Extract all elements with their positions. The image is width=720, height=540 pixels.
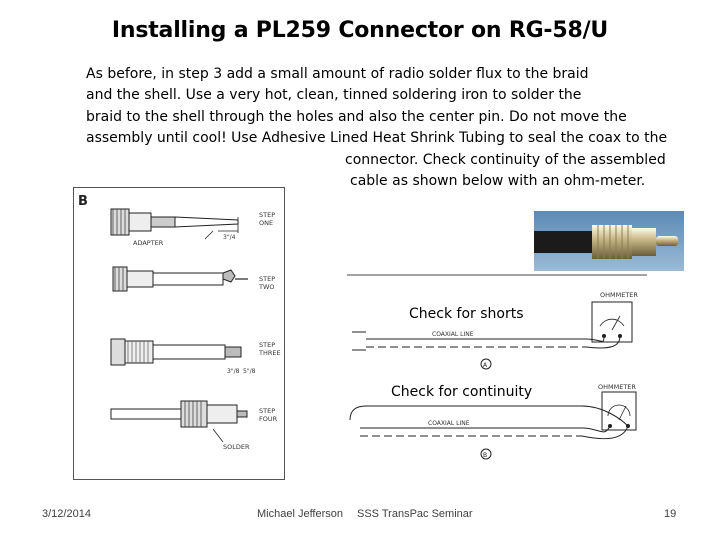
marker-label: A: [483, 362, 488, 369]
dimension-label: 5"/8: [243, 368, 256, 375]
dimension-label: 3"/8: [227, 368, 240, 375]
coax-line-bottom: COAXIAL LINE B: [349, 405, 629, 460]
ohmmeter-test-diagram: OHMMETER COAXIAL LINE A OHMMETER COAXIAL…: [347, 274, 647, 460]
instruction-line: braid to the shell through the holes and…: [86, 108, 627, 125]
connector-photo: [534, 211, 684, 271]
step-one-drawing: ADAPTER 3"/4 STEP ONE: [110, 208, 275, 247]
footer-date: 3/12/2014: [42, 508, 91, 520]
coax-label: COAXIAL LINE: [432, 331, 474, 338]
footer-event: SSS TransPac Seminar: [357, 508, 473, 520]
step-label: TWO: [258, 283, 275, 291]
instruction-line: cable as shown below with an ohm-meter.: [350, 173, 646, 190]
meter-label: OHMMETER: [600, 291, 638, 299]
step-two-drawing: STEP TWO: [112, 266, 275, 292]
step-label: STEP: [259, 211, 275, 219]
coax-line-top: COAXIAL LINE A: [352, 331, 621, 370]
ohmmeter-top: OHMMETER: [591, 291, 638, 343]
step-four-drawing: STEP FOUR SOLDER: [110, 400, 278, 451]
ohmmeter-bottom: OHMMETER: [598, 383, 637, 431]
dimension-label: 3"/4: [223, 234, 236, 241]
meter-label: OHMMETER: [598, 383, 636, 391]
step-label: ONE: [259, 219, 273, 227]
step-label: FOUR: [259, 415, 278, 423]
step-label: STEP: [259, 341, 275, 349]
instruction-line: As before, in step 3 add a small amount …: [86, 66, 589, 82]
instruction-line: assembly until cool! Use Adhesive Lined …: [86, 130, 668, 147]
coax-label: COAXIAL LINE: [428, 420, 470, 427]
caption-continuity: Check for continuity: [391, 384, 533, 400]
marker-label: B: [483, 452, 487, 459]
footer-author: Michael Jefferson: [257, 508, 344, 520]
step-label: STEP: [259, 275, 275, 283]
step-three-drawing: STEP THREE 3"/8 5"/8: [110, 338, 281, 375]
adapter-label: ADAPTER: [133, 239, 164, 247]
connector-steps-diagram: B ADAPTER 3"/4 STEP ONE STEP TWO STEP TH…: [73, 187, 285, 480]
step-label: STEP: [259, 407, 275, 415]
instruction-line: and the shell. Use a very hot, clean, ti…: [86, 87, 582, 104]
instruction-text: As before, in step 3 add a small amount …: [86, 64, 706, 192]
step-label: THREE: [258, 349, 281, 357]
page-number: 19: [664, 508, 677, 520]
slide-title: Installing a PL259 Connector on RG-58/U: [111, 18, 609, 43]
caption-shorts: Check for shorts: [409, 306, 524, 322]
figure-label: B: [78, 194, 88, 209]
solder-label: SOLDER: [223, 443, 250, 451]
instruction-line: connector. Check continuity of the assem…: [345, 151, 666, 168]
